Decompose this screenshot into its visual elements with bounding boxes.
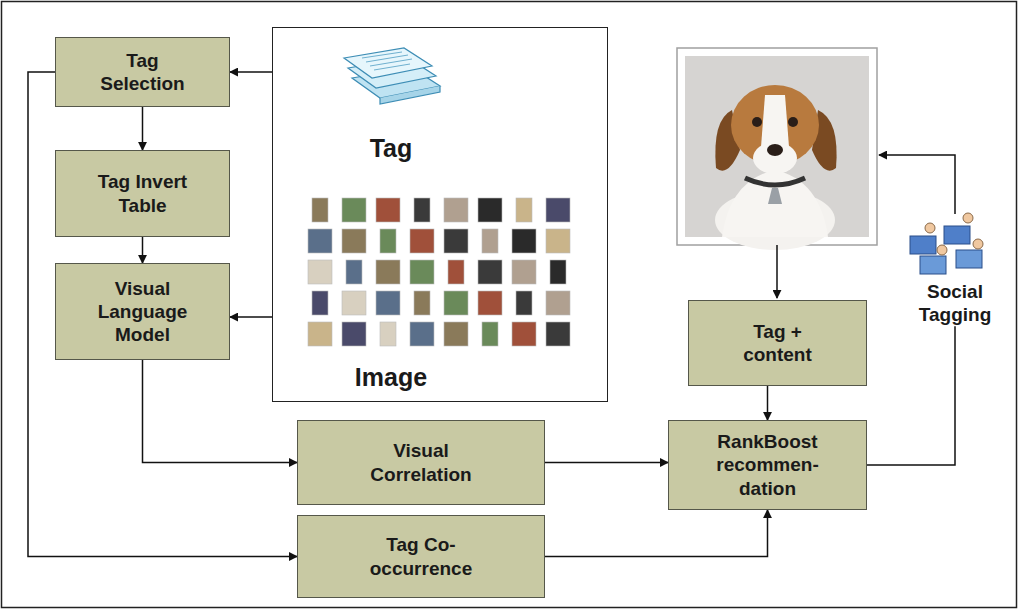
- flow-arrow: [142, 237, 144, 263]
- panel-heading: Image: [321, 362, 461, 393]
- thumbnail: [482, 322, 498, 346]
- thumbnail: [410, 260, 434, 284]
- node-label: Social Tagging: [905, 280, 1005, 326]
- flow-arrow: [545, 510, 768, 557]
- node-label: Tag Selection: [88, 49, 198, 95]
- flow-arrow: [142, 107, 144, 150]
- thumbnail: [342, 198, 366, 222]
- process-box: Visual Language Model: [55, 263, 230, 360]
- process-box: Tag Selection: [55, 37, 230, 107]
- flow-arrow: [230, 316, 272, 318]
- process-box: Tag + content: [688, 300, 867, 386]
- thumbnail: [448, 260, 464, 284]
- process-box: Visual Correlation: [297, 420, 545, 505]
- node-label: Tag Invert Table: [85, 170, 200, 216]
- thumbnail: [376, 291, 400, 315]
- flow-arrow: [230, 71, 272, 73]
- document-icon: [344, 48, 440, 104]
- thumbnail: [414, 198, 430, 222]
- thumbnail: [444, 322, 468, 346]
- thumbnail: [346, 260, 362, 284]
- node-label: RankBoost recommen-dation: [709, 430, 827, 500]
- thumbnail: [342, 322, 366, 346]
- thumbnail: [478, 198, 502, 222]
- panel-heading: Tag: [321, 133, 461, 164]
- thumbnail: [342, 229, 366, 253]
- thumbnail: [308, 322, 332, 346]
- thumbnail: [444, 198, 468, 222]
- thumbnail: [444, 229, 468, 253]
- flow-arrow: [767, 386, 769, 420]
- tagging-arrow: [879, 155, 955, 214]
- flow-arrow: [867, 326, 955, 465]
- thumbnail: [312, 291, 328, 315]
- thumbnail: [410, 322, 434, 346]
- thumbnail: [444, 291, 468, 315]
- thumbnail: [308, 229, 332, 253]
- thumbnail: [380, 229, 396, 253]
- thumbnail: [516, 291, 532, 315]
- thumbnail: [550, 260, 566, 284]
- process-box: Tag Invert Table: [55, 150, 230, 237]
- thumbnail: [414, 291, 430, 315]
- process-box: RankBoost recommen-dation: [668, 420, 867, 510]
- thumbnail: [342, 291, 366, 315]
- thumbnail: [410, 229, 434, 253]
- image-thumbnails: [308, 198, 570, 346]
- thumbnail: [512, 260, 536, 284]
- thumbnail: [478, 291, 502, 315]
- thumbnail: [546, 198, 570, 222]
- thumbnail: [482, 229, 498, 253]
- flow-arrow: [143, 360, 298, 463]
- thumbnail: [380, 322, 396, 346]
- node-label: Visual Language Model: [87, 277, 199, 347]
- actor-label: Social Tagging: [905, 280, 1005, 326]
- thumbnail: [512, 229, 536, 253]
- node-label: Visual Correlation: [359, 439, 484, 485]
- thumbnail: [312, 198, 328, 222]
- social-tagging-icon: [910, 213, 983, 274]
- process-box: Tag Co-occurrence: [297, 515, 545, 598]
- thumbnail: [478, 260, 502, 284]
- data-panel: TagImage: [272, 27, 608, 402]
- thumbnail: [308, 260, 332, 284]
- flow-arrow: [28, 72, 297, 557]
- thumbnail: [516, 198, 532, 222]
- node-label: Tag + content: [728, 320, 828, 366]
- node-label: Tag Co-occurrence: [346, 533, 496, 579]
- dog-photo: [677, 48, 877, 250]
- thumbnail: [546, 229, 570, 253]
- photo-arrow: [776, 245, 778, 298]
- thumbnail: [546, 291, 570, 315]
- thumbnail: [376, 260, 400, 284]
- flow-arrow: [545, 462, 668, 464]
- thumbnail: [512, 322, 536, 346]
- thumbnail: [376, 198, 400, 222]
- thumbnail: [546, 322, 570, 346]
